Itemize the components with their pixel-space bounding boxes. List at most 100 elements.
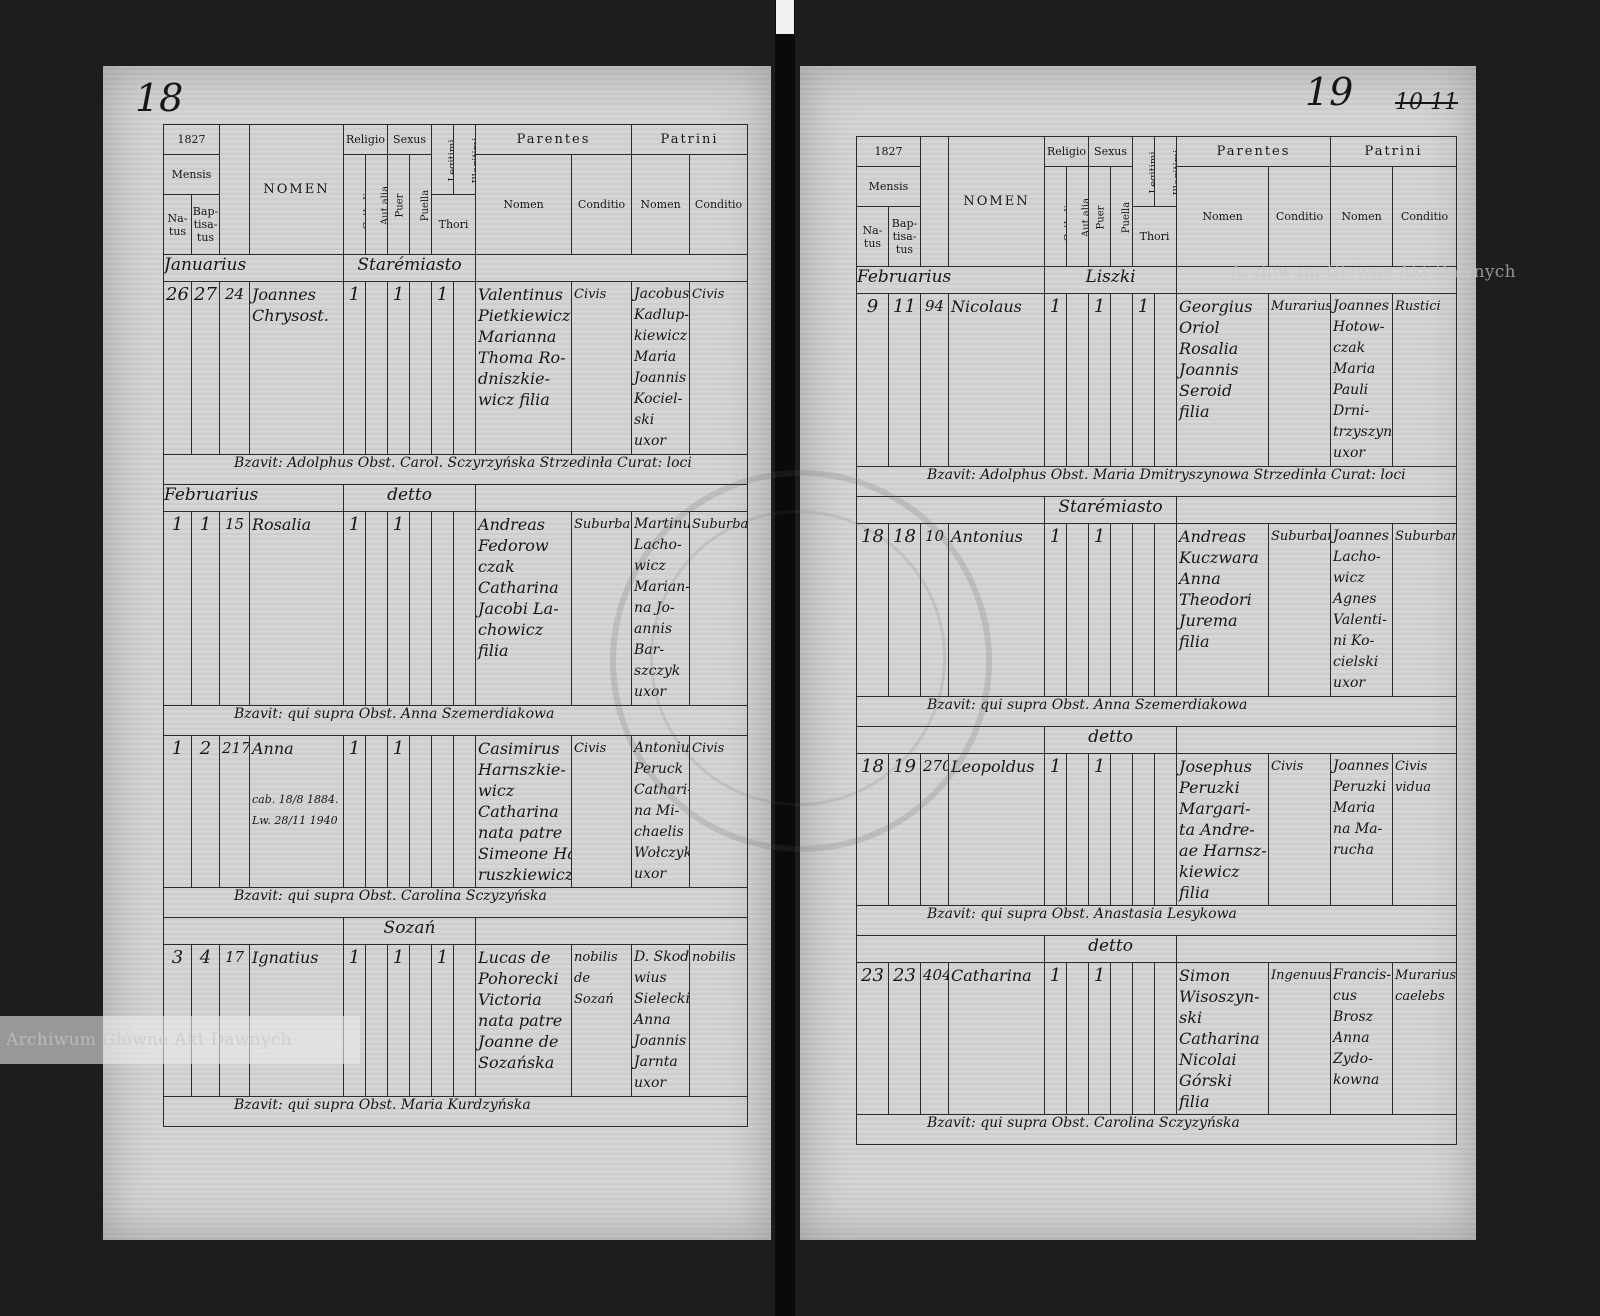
natus-header: Na-tus xyxy=(856,206,889,267)
patrini-condition: Civis vidua xyxy=(1392,753,1458,906)
text-line: wicz xyxy=(1333,570,1365,586)
catholica-mark: 1 xyxy=(1044,523,1067,697)
text-line: Kociel- xyxy=(634,391,683,407)
text-line: Jurema xyxy=(1179,611,1238,630)
patrini-condition: Rustici xyxy=(1392,293,1458,467)
baptisatus-day: 2 xyxy=(191,735,220,888)
sex-mark: 1 xyxy=(1088,523,1112,697)
religio-header: Religio xyxy=(1043,136,1090,167)
text-line: filia xyxy=(1179,883,1210,902)
text-line: cus xyxy=(1333,988,1358,1004)
text-line: Casimirus xyxy=(478,739,560,758)
legitimi-mark xyxy=(1132,523,1156,697)
text-line: Brosz xyxy=(1333,1009,1374,1025)
text-line: Maria xyxy=(1333,800,1376,816)
patrini-header: Patrini xyxy=(631,124,749,155)
text-line: Harnszkie- xyxy=(478,760,566,779)
parentes-header: Parentes xyxy=(475,124,633,155)
legitimi-mark xyxy=(431,735,455,888)
nomen-header: NOMEN xyxy=(948,136,1045,267)
place-label: Starémiasto xyxy=(1043,496,1178,524)
place-label: detto xyxy=(1043,726,1178,754)
text-line: czak xyxy=(1333,340,1366,356)
baptisatus-day: 23 xyxy=(888,962,921,1115)
catholica-mark: 1 xyxy=(1044,293,1067,467)
place-label: Starémiasto xyxy=(342,254,477,282)
parents-condition: Civis xyxy=(571,735,633,888)
house-number: 15 xyxy=(219,511,250,706)
baptisatus-day: 1 xyxy=(191,511,220,706)
sex-mark: 1 xyxy=(387,944,411,1097)
text-line: Victoria xyxy=(478,990,542,1009)
register-entry: 26 27 24 Joannes Chrysost. 1 1 1 Valenti… xyxy=(163,281,749,455)
parents-condition: Civis xyxy=(1268,753,1332,906)
thori-header: Thori xyxy=(1132,206,1178,267)
archive-seal-mark xyxy=(610,470,992,852)
parents-condition: Murarius xyxy=(1268,293,1332,467)
text-line: Theodori xyxy=(1179,590,1252,609)
text-line: na Ma- xyxy=(1333,821,1383,837)
text-line: Valenti- xyxy=(1333,612,1387,628)
text-line: Georgius xyxy=(1179,297,1253,316)
natus-header: Na-tus xyxy=(163,194,192,255)
baptizavit-row: Bzavit: qui supra Obst. Anastasia Lesyko… xyxy=(855,905,1458,936)
text-line: Maria xyxy=(1333,361,1376,377)
illegitimi-header: Illegitimi xyxy=(453,124,477,195)
text-line: Catharina xyxy=(478,578,559,597)
month-label xyxy=(856,935,1045,963)
text-line: Drni- xyxy=(1333,403,1370,419)
legitimi-mark xyxy=(1132,962,1156,1115)
sex-mark: 1 xyxy=(1088,962,1112,1115)
house-number: 24 xyxy=(219,281,250,455)
baptizavit-row: Bzavit: qui supra Obst. Carolina Sczyzyń… xyxy=(855,1114,1458,1145)
illegitimi-header: Illegitimi xyxy=(1154,136,1178,207)
text-line: Sozańska xyxy=(478,1053,555,1072)
text-line: Kadlup- xyxy=(634,307,690,323)
text-line: ruszkiewicz xyxy=(478,865,572,884)
parents-condition: nobilis de Sozań xyxy=(571,944,633,1097)
parents-condition: Civis xyxy=(571,281,633,455)
baptizavit-row: Bzavit: qui supra Obst. Maria Kurdzyńska xyxy=(162,1096,749,1127)
place-label: Sozań xyxy=(342,917,477,945)
text-line: Fedorow xyxy=(478,536,549,555)
text-line: Jacobi La- xyxy=(478,599,559,618)
text-line: kiewicz xyxy=(1179,862,1240,881)
numerus-domus-header: Numerus domus xyxy=(920,136,949,267)
natus-day: 9 xyxy=(856,293,889,467)
text-line: Górski xyxy=(1179,1071,1233,1090)
baptizavit-line: Bzavit: Adolphus Obst. Carol. Sczyrzyńsk… xyxy=(162,454,749,485)
patrini-condition: Suburbanus xyxy=(1392,523,1458,697)
month-row: Starémiasto xyxy=(856,496,1458,524)
text-line: Joannes xyxy=(1333,528,1389,544)
legitimi-mark xyxy=(1132,753,1156,906)
month-row: Februarius detto xyxy=(163,484,749,512)
text-line: Peruzki xyxy=(1333,779,1387,795)
text-line: Joannis xyxy=(1179,360,1239,379)
text-line: Zydo- xyxy=(1333,1051,1373,1067)
parents-condition: Suburbanus xyxy=(1268,523,1332,697)
natus-day: 26 xyxy=(163,281,192,455)
puer-header: Puer xyxy=(1088,166,1112,267)
house-number: 217 xyxy=(219,735,250,888)
aut-alia-header: Aut alia xyxy=(1065,166,1090,267)
month-row: Sozań xyxy=(163,917,749,945)
text-line: Nicolai xyxy=(1179,1050,1237,1069)
catholica-header: Catholica xyxy=(1044,166,1067,267)
text-line: Oriol xyxy=(1179,318,1220,337)
baptizavit-line: Bzavit: qui supra Obst. Carolina Sczyzyń… xyxy=(162,887,749,918)
text-line: uxor xyxy=(634,1075,667,1091)
old-page-number: 10 11 xyxy=(1395,90,1458,115)
text-line: wicz filia xyxy=(478,390,550,409)
patrini-names: D. Skodo-wiusSieleckiAnnaJoannisJarntaux… xyxy=(631,944,691,1097)
register-entry: 23 23 404 Catharina 1 1 SimonWisoszyn-sk… xyxy=(856,962,1458,1115)
